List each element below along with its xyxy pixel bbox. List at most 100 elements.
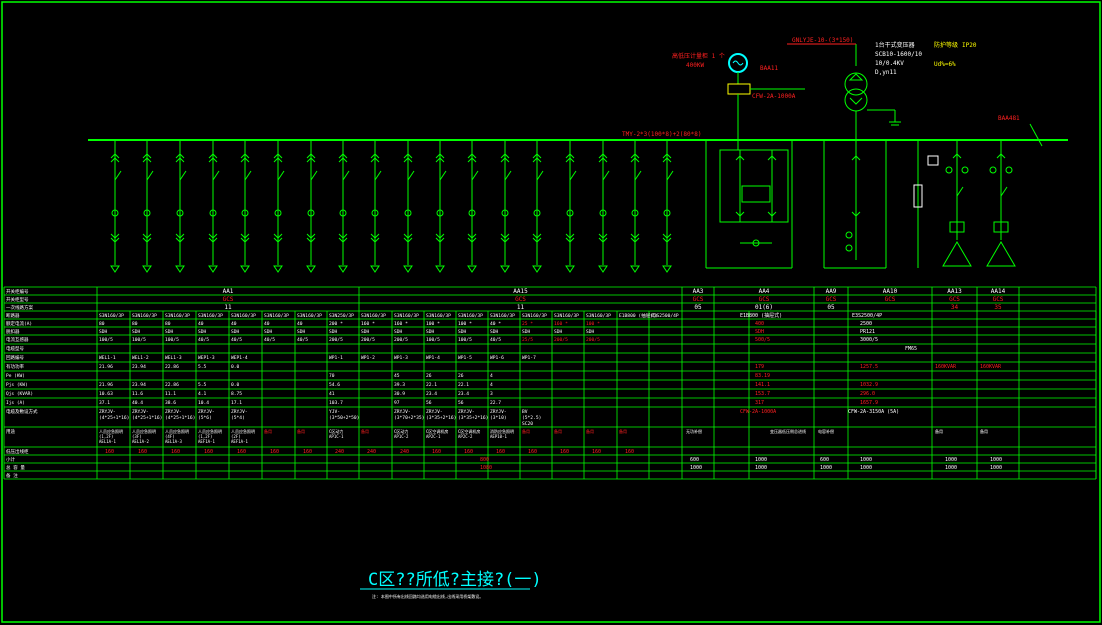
- ct-ratio: 200/5: [554, 337, 568, 343]
- feeder-ct: [663, 209, 671, 217]
- transformer-model: SCB10-1600/10: [875, 51, 922, 58]
- feeder-14: [532, 140, 544, 273]
- drawing-title: C区??所低?主接?(一): [368, 570, 542, 590]
- feeder-terminal: [435, 265, 445, 273]
- feeder-9: [370, 140, 382, 273]
- ijs-value: 40.4: [132, 400, 143, 406]
- panel-no: 11: [517, 304, 525, 311]
- qjs-value: 30.9: [394, 391, 405, 397]
- cable-type: (5*6): [198, 415, 212, 421]
- busbar-label: TMY-2*3(100*8)+2(80*8): [622, 131, 701, 138]
- rated-current: 80: [99, 321, 105, 327]
- right-usage: 备用: [935, 428, 943, 434]
- cap-ct2: [961, 166, 969, 174]
- rated-current: 40: [231, 321, 237, 327]
- feeder-plug-top: [662, 153, 672, 163]
- protection-label: 防护等级: [934, 41, 958, 49]
- cap-reactor: [949, 221, 965, 233]
- usage-text: 备用: [586, 428, 594, 434]
- feeder-switch: [310, 170, 318, 181]
- qjs-value: 3: [490, 391, 493, 397]
- cable-in-label: GNLYJE-10-(3*150): [792, 37, 853, 44]
- panel-no: 01(6): [755, 304, 773, 311]
- cable-type: ZRYJV-: [394, 409, 411, 415]
- cap-plug: [952, 153, 962, 159]
- table-lines: [3, 286, 1097, 480]
- feeder-16: [598, 140, 610, 273]
- aa10-rated: 2500: [860, 321, 872, 327]
- total-note: 1000: [860, 465, 872, 471]
- usage-text: 人员应急照明: [132, 428, 156, 434]
- row-label: 脱扣器: [6, 328, 20, 335]
- feeder-ct: [599, 209, 607, 217]
- cable-type: ZRYJV-: [132, 409, 149, 415]
- right-usage: 无功补偿: [686, 428, 702, 434]
- feeder-ct: [501, 209, 509, 217]
- rated-current: 160 *: [361, 321, 375, 327]
- panel-no: 05: [694, 304, 702, 311]
- rated-current: 40 *: [490, 321, 501, 327]
- ijs-value: 38.6: [165, 400, 176, 406]
- panel-type: GCS: [826, 296, 837, 303]
- feeder-ct: [307, 209, 315, 217]
- pe-value: 22.86: [165, 382, 179, 388]
- cap-switch: [1000, 186, 1008, 197]
- panel-type: GCS: [759, 296, 770, 303]
- feeder-switch: [666, 170, 674, 181]
- cable-type: BV: [522, 409, 528, 415]
- feeder-plug-bottom: [532, 233, 542, 243]
- panel-name: AA4: [759, 288, 770, 295]
- aa3-plug: [735, 155, 745, 161]
- usage-text: 备用: [361, 428, 369, 434]
- cable-type: ZRYJV-: [458, 409, 475, 415]
- usage-text: 备用: [297, 428, 305, 434]
- release-type: SDH: [264, 329, 273, 335]
- rated-current: 40: [264, 321, 270, 327]
- feeder-5: [240, 140, 252, 273]
- release-type: SDH: [394, 329, 403, 335]
- feeder-18: [662, 140, 674, 273]
- row-label: 一次线路方案: [6, 304, 33, 311]
- cable-type: (3*70+2*35): [394, 415, 424, 421]
- usage-text: (4F): [165, 434, 175, 439]
- feeder-switch: [179, 170, 187, 181]
- total-note: 1000: [820, 465, 832, 471]
- cap-reactor: [993, 221, 1009, 233]
- usage-text: (1,2F): [99, 434, 113, 439]
- rated-current: 40: [297, 321, 303, 327]
- release-type: SDH: [490, 329, 499, 335]
- total-capacity: 600: [690, 457, 699, 463]
- row-label: Pe (KW): [6, 373, 25, 379]
- ct-ratio: 100/5: [99, 337, 113, 343]
- feeder-terminal: [565, 265, 575, 273]
- feeder-plug-top: [435, 153, 445, 163]
- ct-ratio: 40/5: [264, 337, 275, 343]
- impedance-label: Ud%=6%: [934, 61, 956, 68]
- panel-no: 34: [951, 304, 959, 311]
- qjs-value: 8.75: [231, 391, 242, 397]
- cable-type: (5*2.5): [522, 415, 541, 421]
- panel-name: AA10: [883, 288, 898, 295]
- rated-current: 160 *: [394, 321, 408, 327]
- breaker-type: S3N160/3P: [426, 313, 451, 319]
- feeder-switch: [634, 170, 642, 181]
- feeder-plug-top: [208, 153, 218, 163]
- usage-text: AP1C-1: [329, 434, 344, 439]
- subtotal-value: 160: [171, 449, 180, 455]
- feeder-plug-bottom: [467, 233, 477, 243]
- total-capacity: 1000: [990, 457, 1002, 463]
- qjs-value: 10.63: [99, 391, 113, 397]
- rated-current: 40: [198, 321, 204, 327]
- release-type: SDH: [586, 329, 595, 335]
- usage-text: AP1C-2: [394, 434, 409, 439]
- qjs-value: 4.1: [198, 391, 207, 397]
- subtotal-value: 160: [432, 449, 441, 455]
- aa4-release: SDH: [755, 329, 764, 335]
- ct-ratio: 40/5: [490, 337, 501, 343]
- usage-text: AEL1A-2: [132, 439, 149, 444]
- feeder-switch: [569, 170, 577, 181]
- circuit-no: WP1-6: [490, 355, 504, 361]
- subtotal-value: 160: [237, 449, 246, 455]
- aa10-incomer: [845, 140, 861, 260]
